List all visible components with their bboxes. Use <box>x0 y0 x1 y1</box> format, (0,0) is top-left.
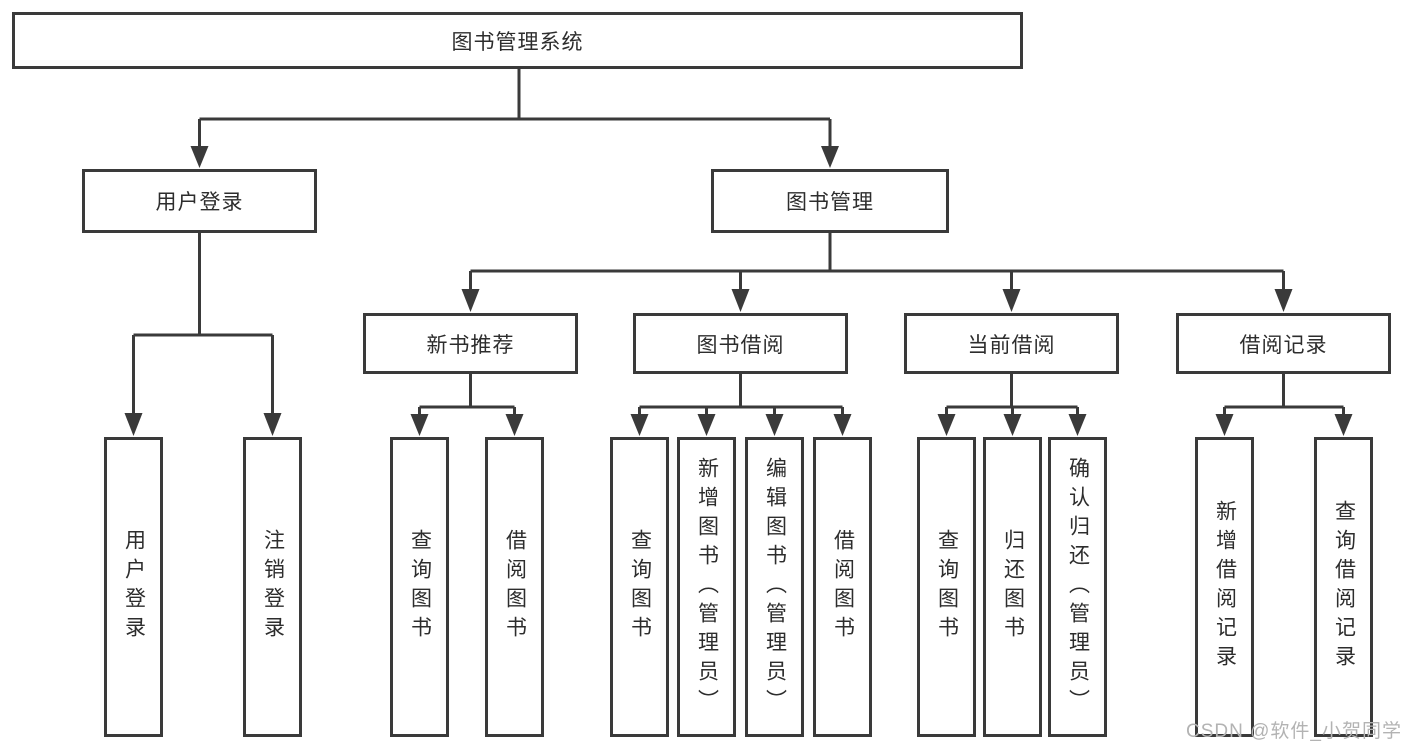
leaf-return-books: 归还图书 <box>983 437 1042 737</box>
leaf-borrow-books-recommend: 借阅图书 <box>485 437 544 737</box>
connector-user-login-children <box>124 233 282 436</box>
leaf-query-books-borrow: 查询图书 <box>610 437 669 737</box>
node-current-borrow: 当前借阅 <box>904 313 1119 374</box>
node-user-login-label: 用户登录 <box>155 191 244 214</box>
connector-book-borrow-children <box>630 374 852 436</box>
leaf-add-book-admin-label: 新增图书（管理员） <box>695 456 719 718</box>
connector-borrow-records-children <box>1215 374 1353 436</box>
leaf-return-books-label: 归还图书 <box>1001 529 1025 645</box>
connector-root-to-level2 <box>190 69 839 168</box>
leaf-query-books-current-label: 查询图书 <box>935 529 959 645</box>
leaf-user-login: 用户登录 <box>104 437 163 737</box>
leaf-logout-label: 注销登录 <box>261 529 285 645</box>
node-book-borrow-label: 图书借阅 <box>696 333 785 357</box>
leaf-add-borrow-record: 新增借阅记录 <box>1195 437 1254 737</box>
leaf-query-borrow-record: 查询借阅记录 <box>1314 437 1373 737</box>
leaf-user-login-label: 用户登录 <box>122 529 146 645</box>
connector-book-management-children <box>461 233 1293 312</box>
node-book-management: 图书管理 <box>711 169 949 233</box>
leaf-borrow-books-recommend-label: 借阅图书 <box>503 529 527 645</box>
connector-current-borrow-children <box>937 374 1087 436</box>
leaf-borrow-books: 借阅图书 <box>813 437 872 737</box>
leaf-query-borrow-record-label: 查询借阅记录 <box>1332 500 1356 674</box>
leaf-add-book-admin: 新增图书（管理员） <box>677 437 736 737</box>
leaf-edit-book-admin-label: 编辑图书（管理员） <box>763 456 787 718</box>
node-new-book-recommend: 新书推荐 <box>363 313 578 374</box>
connector-new-book-children <box>410 374 524 436</box>
leaf-edit-book-admin: 编辑图书（管理员） <box>745 437 804 737</box>
leaf-confirm-return-admin-label: 确认归还（管理员） <box>1066 456 1090 718</box>
node-current-borrow-label: 当前借阅 <box>967 333 1056 357</box>
leaf-confirm-return-admin: 确认归还（管理员） <box>1048 437 1107 737</box>
csdn-watermark: CSDN @软件_小贺同学 <box>1186 721 1402 742</box>
leaf-query-books-current: 查询图书 <box>917 437 976 737</box>
node-borrow-records-label: 借阅记录 <box>1239 333 1328 357</box>
node-root-label: 图书管理系统 <box>451 30 584 54</box>
node-book-borrow: 图书借阅 <box>633 313 848 374</box>
node-root: 图书管理系统 <box>12 12 1023 69</box>
node-book-management-label: 图书管理 <box>786 191 874 214</box>
leaf-add-borrow-record-label: 新增借阅记录 <box>1213 500 1237 674</box>
leaf-logout: 注销登录 <box>243 437 302 737</box>
node-new-book-recommend-label: 新书推荐 <box>426 333 515 357</box>
node-user-login: 用户登录 <box>82 169 317 233</box>
leaf-query-books-borrow-label: 查询图书 <box>628 529 652 645</box>
leaf-borrow-books-label: 借阅图书 <box>831 529 855 645</box>
leaf-query-books-recommend-label: 查询图书 <box>408 529 432 645</box>
leaf-query-books-recommend: 查询图书 <box>390 437 449 737</box>
node-borrow-records: 借阅记录 <box>1176 313 1391 374</box>
